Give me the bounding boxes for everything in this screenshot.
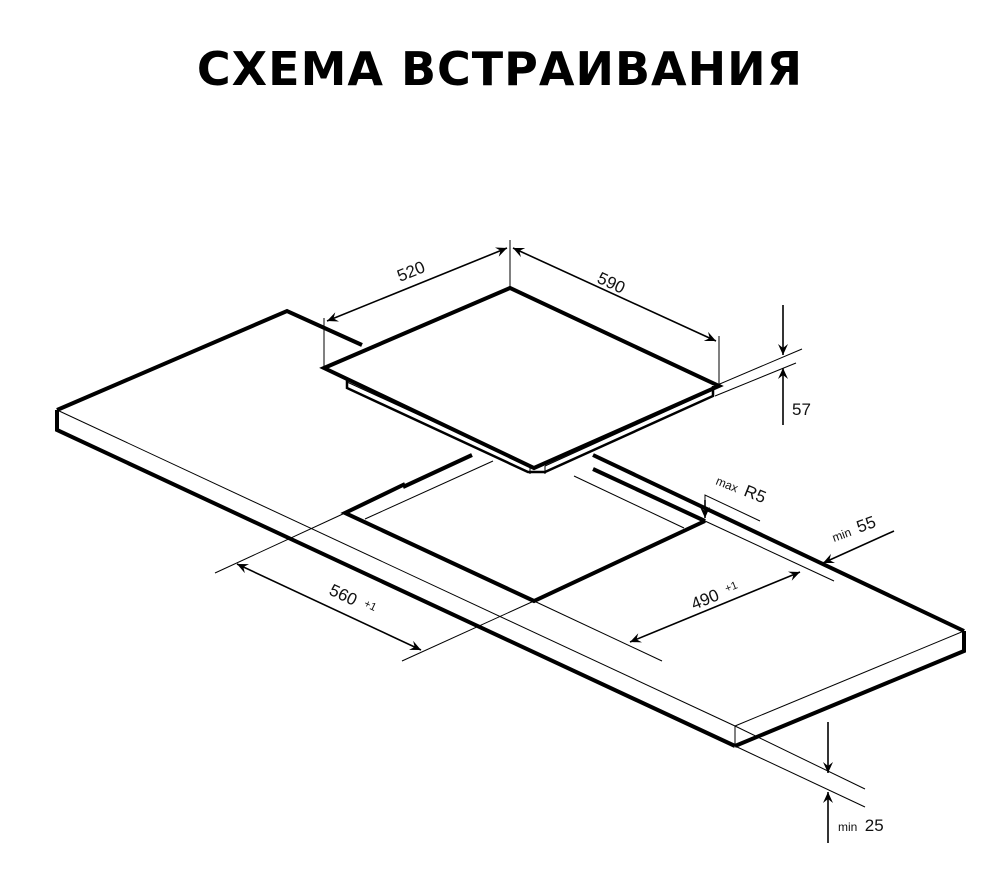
dimension-countertop-thickness: min 25 (734, 722, 884, 843)
hob-height-label: 57 (792, 400, 811, 419)
hob-width-label: 590 (594, 268, 628, 297)
dimension-cutout-width: 560 +1 (214, 512, 535, 662)
countertop (55, 308, 966, 748)
dimension-hob-depth: 520 (323, 240, 511, 368)
dimension-hob-height: 57 (714, 305, 811, 425)
thickness-label: min 25 (838, 816, 884, 835)
corner-radius-label: max R5 (714, 470, 769, 507)
cutout-depth-label: 490 +1 (688, 578, 741, 614)
cutout-width-label: 560 +1 (326, 580, 379, 618)
dimension-hob-width: 590 (512, 247, 720, 386)
dimension-cutout-depth: 490 +1 (533, 520, 835, 662)
cutout-opening (340, 460, 706, 604)
dimension-edge-clearance: min 55 (822, 512, 895, 564)
page-title: СХЕМА ВСТРАИВАНИЯ (196, 42, 804, 96)
